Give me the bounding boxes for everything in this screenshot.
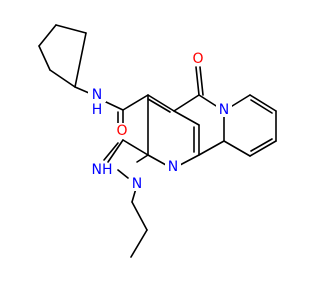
bond [74,32,87,88]
bond [105,101,124,111]
bond [147,154,167,166]
bond [136,154,149,163]
molecule-diagram: N H O O N NH N N [38,24,277,258]
bond [147,94,175,112]
bond [107,139,124,163]
bond [122,139,149,156]
atom-label-oxygen: O [192,51,203,67]
bond [38,24,57,47]
atom-label-oxygen: O [116,123,127,139]
label-backdrop [165,160,181,174]
bond [49,69,76,88]
atom-label-hydrogen: H [92,102,103,118]
bond [131,201,148,231]
bond [147,98,171,113]
molecule-structure: N H O O N NH N N [38,24,277,258]
bond [55,24,87,34]
bond [130,229,148,258]
atom-label-nitrogen: N [132,176,142,192]
bond [249,94,277,112]
bond [179,154,200,166]
bond [117,169,129,179]
bond-layer [38,24,277,258]
bond [249,140,277,157]
atom-label-layer: N H O O N NH N N [88,51,232,192]
bond [199,66,204,96]
bond [195,66,200,96]
label-backdrop [88,88,106,102]
label-backdrop [89,163,115,177]
bond [250,138,273,152]
bond [250,99,273,114]
atom-label-nitrogen: N [219,102,229,118]
bond [198,140,225,156]
bond [74,86,90,94]
label-backdrop [114,123,130,137]
atom-label-nitrogen: N [168,159,178,175]
bond [173,94,200,112]
bond [223,140,251,157]
bond [122,94,149,111]
bond [103,142,119,161]
atom-label-imine: NH [92,162,113,178]
bond [38,45,51,71]
label-backdrop [129,177,145,191]
atom-label-nitrogen: N [92,87,102,103]
label-backdrop [216,103,232,117]
label-backdrop [190,52,206,66]
bond [173,110,200,126]
